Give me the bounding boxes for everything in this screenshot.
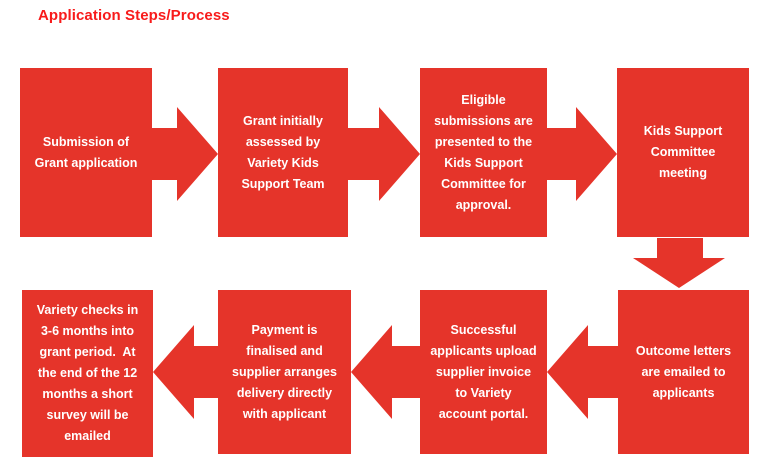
arrow-right-icon	[547, 107, 617, 201]
arrow-left-icon	[351, 325, 420, 419]
arrow-left-icon	[153, 325, 218, 419]
step-invoice-upload: Successful applicants upload supplier in…	[420, 290, 547, 454]
step-payment-delivery: Payment is finalised and supplier arrang…	[218, 290, 351, 454]
step-grant-submission: Submission of Grant application	[20, 68, 152, 237]
step-committee-presentation: Eligible submissions are presented to th…	[420, 68, 547, 237]
step-committee-meeting: Kids Support Committee meeting	[617, 68, 749, 237]
arrow-right-icon	[348, 107, 420, 201]
arrow-down-icon	[633, 238, 725, 288]
page-title: Application Steps/Process	[38, 7, 230, 24]
step-initial-assessment: Grant initially assessed by Variety Kids…	[218, 68, 348, 237]
arrow-right-icon	[152, 107, 218, 201]
arrow-left-icon	[547, 325, 618, 419]
step-outcome-letters: Outcome letters are emailed to applicant…	[618, 290, 749, 454]
step-follow-up-survey: Variety checks in 3-6 months into grant …	[22, 290, 153, 457]
